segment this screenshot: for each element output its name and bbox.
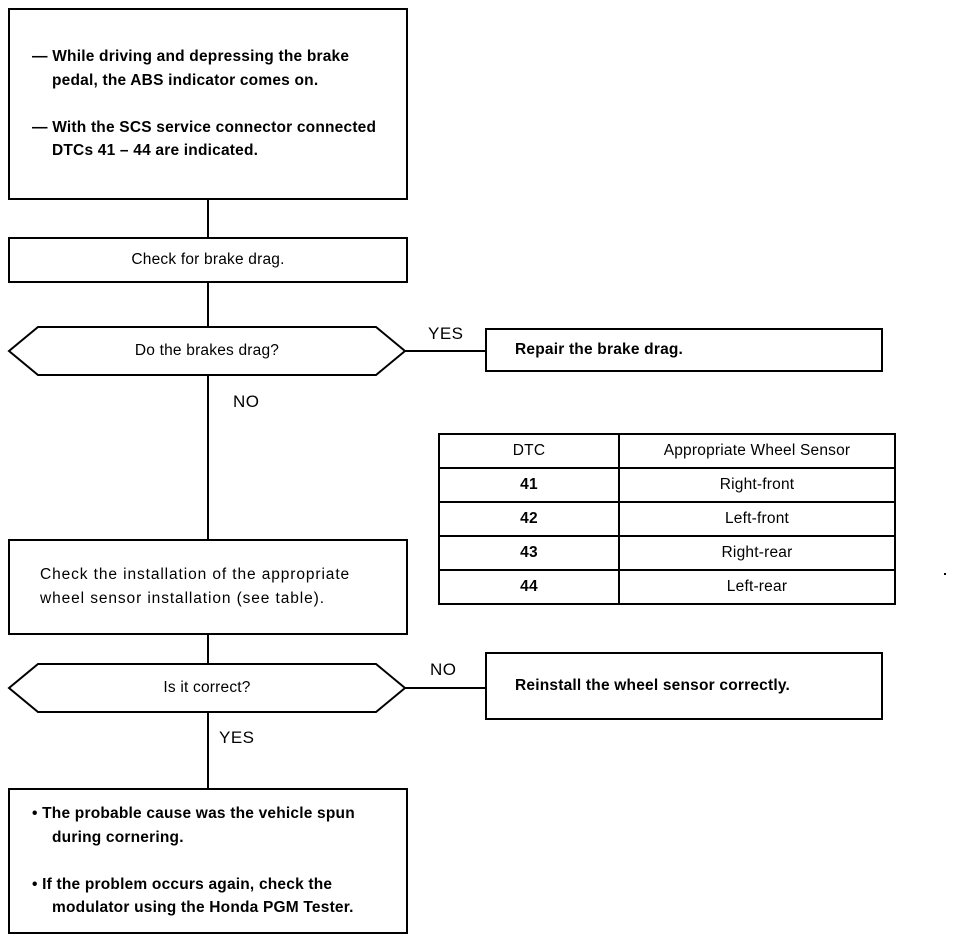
symptom-bullet-1: — While driving and depressing the brake… — [32, 48, 350, 89]
table-row: 42 Left-front — [438, 501, 896, 537]
table-cell-dtc: 43 — [438, 535, 620, 571]
dtc-wheel-sensor-table: DTC Appropriate Wheel Sensor 41 Right-fr… — [438, 433, 896, 605]
decision-is-it-correct-label: Is it correct? — [163, 679, 251, 696]
table-header-row: DTC Appropriate Wheel Sensor — [438, 433, 896, 469]
table-header-dtc: DTC — [438, 433, 620, 469]
connector-decision2-no — [405, 687, 486, 689]
decision-do-brakes-drag: Do the brakes drag? — [7, 326, 407, 376]
table-cell-sensor: Right-front — [618, 467, 896, 503]
repair-brake-drag-label: Repair the brake drag. — [515, 341, 684, 359]
table-cell-sensor: Right-rear — [618, 535, 896, 571]
reinstall-sensor-box: Reinstall the wheel sensor correctly. — [485, 652, 883, 720]
conclusion-box: • The probable cause was the vehicle spu… — [8, 788, 408, 934]
table-header-sensor: Appropriate Wheel Sensor — [618, 433, 896, 469]
edge-label-drag-no: NO — [233, 392, 260, 411]
table-row: 41 Right-front — [438, 467, 896, 503]
check-installation-label: Check the installation of the appropriat… — [40, 566, 351, 607]
edge-label-correct-no: NO — [430, 660, 457, 679]
reinstall-sensor-label: Reinstall the wheel sensor correctly. — [515, 677, 791, 695]
symptom-bullet-2: — With the SCS service connector connect… — [32, 118, 377, 160]
check-installation-box: Check the installation of the appropriat… — [8, 539, 408, 635]
connector-check-to-decision1 — [207, 283, 209, 327]
table-row: 43 Right-rear — [438, 535, 896, 571]
conclusion-bullet-1: • The probable cause was the vehicle spu… — [32, 805, 355, 846]
connector-install-to-decision2 — [207, 635, 209, 664]
conclusion-bullet-2: • If the problem occurs again, check the… — [32, 875, 354, 917]
check-brake-drag-label: Check for brake drag. — [131, 251, 285, 269]
check-brake-drag-box: Check for brake drag. — [8, 237, 408, 283]
decision-is-it-correct: Is it correct? — [7, 663, 407, 713]
hexagon-shape — [7, 326, 407, 376]
hexagon-shape — [7, 663, 407, 713]
table-cell-dtc: 42 — [438, 501, 620, 537]
edge-label-correct-yes: YES — [219, 728, 255, 747]
table-cell-sensor: Left-rear — [618, 569, 896, 605]
connector-decision2-yes — [207, 713, 209, 790]
scan-speck — [944, 573, 946, 575]
edge-label-drag-yes: YES — [428, 324, 464, 343]
connector-decision1-no — [207, 376, 209, 539]
repair-brake-drag-box: Repair the brake drag. — [485, 328, 883, 372]
symptom-box: — While driving and depressing the brake… — [8, 8, 408, 200]
table-cell-sensor: Left-front — [618, 501, 896, 537]
table-cell-dtc: 41 — [438, 467, 620, 503]
connector-symptom-to-check — [207, 200, 209, 238]
decision-do-brakes-drag-label: Do the brakes drag? — [134, 342, 280, 359]
table-row: 44 Left-rear — [438, 569, 896, 605]
table-cell-dtc: 44 — [438, 569, 620, 605]
connector-decision1-yes — [405, 350, 486, 352]
